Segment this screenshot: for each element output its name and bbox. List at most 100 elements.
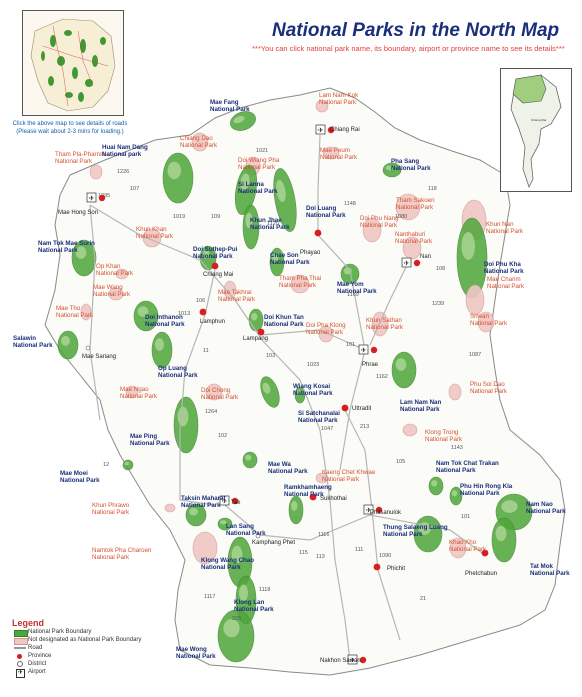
park-area-kaeng-chet-khwae-national-park[interactable] xyxy=(315,472,329,484)
park-area-mae-wa-national-park[interactable] xyxy=(242,451,258,469)
park-area-mae-ping-national-park[interactable] xyxy=(173,396,199,454)
place-label-phayao[interactable]: Phayao xyxy=(300,250,321,256)
park-area-namtok-pha-charoen-national-park[interactable] xyxy=(192,531,218,565)
park-area-khun-sathan-national-park[interactable] xyxy=(371,311,389,337)
province-marker[interactable] xyxy=(314,229,322,237)
place-label-uttradit[interactable]: Uttradit xyxy=(352,406,372,412)
park-area-mae-moei-national-park[interactable] xyxy=(122,459,134,471)
park-area-mae-ngao-national-park[interactable] xyxy=(125,385,139,399)
park-area-huai-nam-dang-national-park[interactable] xyxy=(162,152,194,204)
place-label-lamphun[interactable]: Lamphun xyxy=(200,319,225,325)
park-area-doi-chong-national-park[interactable] xyxy=(205,383,223,401)
park-area-tham-pla-pharnsua-national-park[interactable] xyxy=(89,164,103,180)
park-area-salawin-national-park[interactable] xyxy=(57,330,79,360)
airport-icon[interactable] xyxy=(401,257,412,268)
place-label-phitsanulok[interactable]: Phitsanulok xyxy=(370,510,402,516)
park-area-mae-charim-national-park[interactable] xyxy=(465,284,485,316)
park-area-doi-pha-klong-national-park[interactable] xyxy=(318,325,334,343)
place-label-sukhothai[interactable]: Sukhothai xyxy=(320,496,347,502)
place-label-nan[interactable]: Nan xyxy=(420,254,431,260)
park-area-nanthaburi-national-park[interactable] xyxy=(402,236,422,260)
park-area-op-luang-national-park[interactable] xyxy=(151,331,173,369)
inset-overview-map[interactable] xyxy=(22,10,124,116)
park-area-nam-tok-chat-trakan-national-park[interactable] xyxy=(428,476,444,496)
province-marker[interactable] xyxy=(341,404,349,412)
park-area-op-khan-national-park[interactable] xyxy=(115,268,129,280)
province-marker[interactable] xyxy=(211,262,219,270)
place-label-tak[interactable]: Tak xyxy=(231,500,241,506)
place-label-phetchabun[interactable]: Phetchabun xyxy=(465,571,497,577)
park-area-ramkhamhaeng-national-park[interactable] xyxy=(288,495,304,525)
place-label-lampang[interactable]: Lampang xyxy=(243,336,268,342)
place-label-phichit[interactable]: Phichit xyxy=(387,566,405,572)
province-marker[interactable] xyxy=(231,497,239,505)
province-marker[interactable] xyxy=(413,259,421,267)
park-area-sriwan-national-park[interactable] xyxy=(477,311,495,333)
province-marker[interactable] xyxy=(481,549,489,557)
park-area-lam-nam-kok-national-park[interactable] xyxy=(315,99,329,113)
park-area-mae-wang-national-park[interactable] xyxy=(108,287,124,301)
place-label-chiang-rai[interactable]: Chiang Rai xyxy=(330,127,360,133)
province-marker[interactable] xyxy=(327,126,335,134)
province-marker[interactable] xyxy=(370,346,378,354)
place-label-mae-hong-son[interactable]: Mae Hong Son xyxy=(58,210,98,216)
place-label-nakhon-sawan[interactable]: Nakhon Sawan xyxy=(320,658,361,664)
place-label-phrae[interactable]: Phrae xyxy=(362,362,379,368)
province-marker[interactable] xyxy=(359,656,367,664)
park-area-mae-tho-national-park[interactable] xyxy=(80,303,92,321)
park-area-mae-fang-national-park[interactable] xyxy=(228,108,259,134)
province-marker[interactable] xyxy=(375,506,383,514)
park-area-lam-nam-nan-national-park[interactable] xyxy=(391,351,417,389)
